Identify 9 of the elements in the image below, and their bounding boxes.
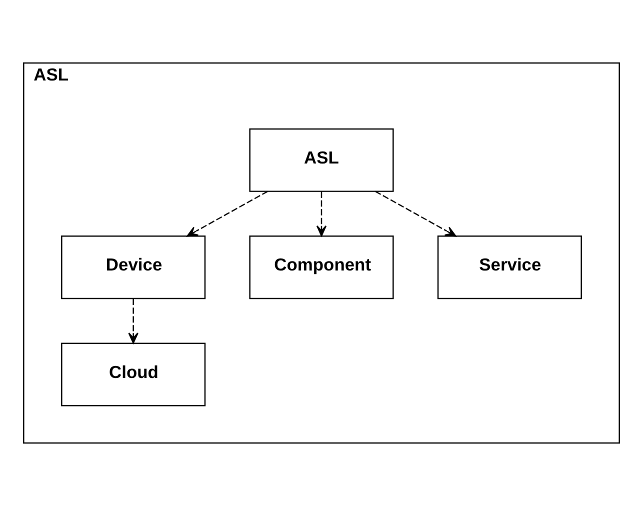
node-box: Service xyxy=(437,236,582,300)
arrow xyxy=(375,190,456,237)
arrow xyxy=(186,190,268,237)
arrow xyxy=(316,192,327,236)
arrow xyxy=(128,298,138,344)
node-box: Device xyxy=(61,236,206,300)
node-box: Cloud xyxy=(61,342,206,406)
node-box: Component xyxy=(249,236,394,300)
node-box: ASL xyxy=(249,128,394,192)
